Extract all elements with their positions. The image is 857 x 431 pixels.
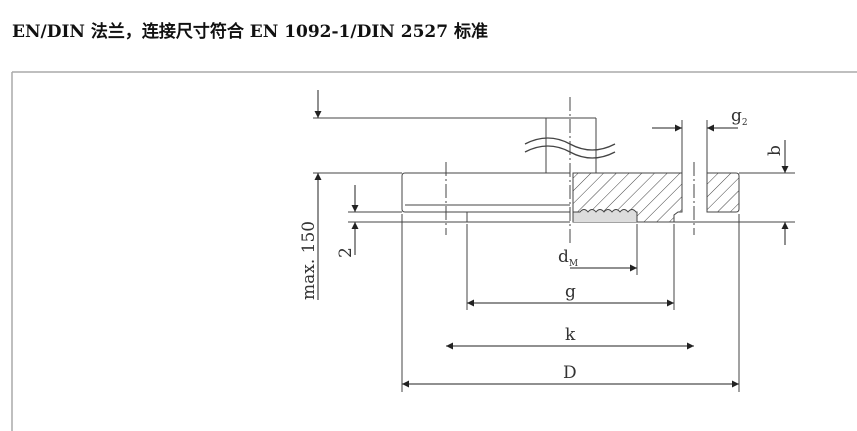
g2-label-sub: 2 <box>742 118 748 128</box>
dm-label-main: d <box>558 247 569 267</box>
figure-frame <box>11 71 857 431</box>
flange-outline <box>401 172 570 223</box>
flange-section <box>572 172 740 223</box>
page-title: EN/DIN 法兰，连接尺寸符合 EN 1092-1/DIN 2527 标准 <box>12 22 488 42</box>
centerlines <box>445 97 695 245</box>
gap-2-label: 2 <box>336 247 356 258</box>
d-outer-label: D <box>563 363 577 383</box>
max-height-label: max. 150 <box>299 221 319 300</box>
g2-label: g2 <box>731 106 748 128</box>
extension-lines <box>313 117 795 392</box>
pipe-stub <box>524 117 616 173</box>
dm-label: dM <box>558 247 578 269</box>
k-label: k <box>565 325 576 345</box>
g-label: g <box>565 282 576 302</box>
dimension-lines <box>314 90 789 388</box>
dm-label-sub: M <box>569 259 578 269</box>
g2-label-main: g <box>731 106 742 126</box>
b-label: b <box>765 145 785 156</box>
